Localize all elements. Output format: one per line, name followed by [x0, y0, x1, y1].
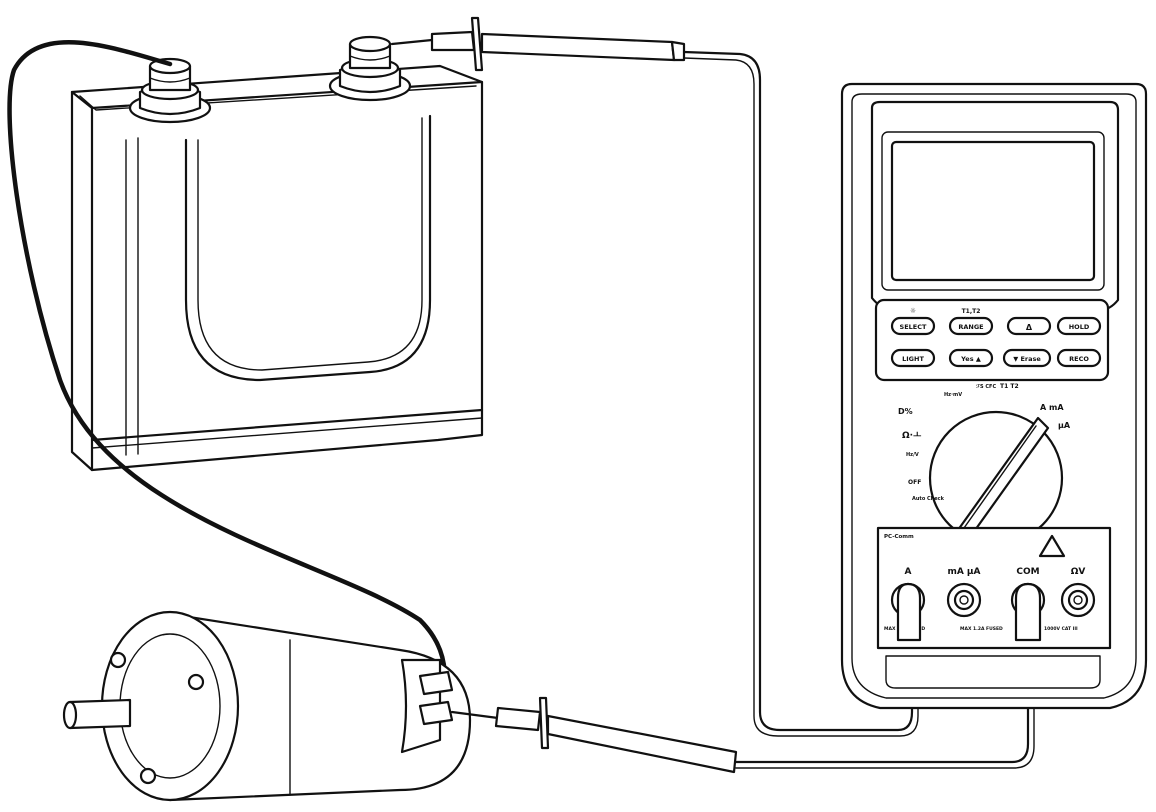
jack-label-a: A [905, 567, 912, 577]
dial-label-off: OFF [908, 479, 921, 486]
erase-label: ▼ Erase [1013, 355, 1041, 363]
erase-down-button[interactable] [1002, 348, 1052, 368]
rotary-dial[interactable] [928, 410, 1064, 546]
black-wire [7, 39, 448, 683]
lead-wire-black [734, 638, 1030, 764]
jack-label-ohmv: ΩV [1071, 567, 1086, 577]
reco-label: RECO [1069, 355, 1089, 363]
reco-button[interactable] [1056, 348, 1102, 368]
light-button[interactable] [890, 348, 936, 368]
capacitor [70, 64, 484, 472]
range-label: RANGE [958, 323, 983, 331]
motor [62, 610, 472, 802]
multimeter: SELECT RANGE Δ HOLD LIGHT Yes ▲ ▼ Erase … [840, 82, 1148, 710]
select-button[interactable] [890, 316, 936, 336]
select-label: SELECT [900, 323, 927, 331]
jack-ohm-v[interactable] [1060, 582, 1096, 618]
probe-bottom [450, 696, 738, 774]
capacitor-terminal-left [128, 57, 212, 124]
light-symbol: ☼ [910, 307, 916, 315]
button-row-2 [890, 348, 1102, 368]
delta-button[interactable] [1006, 316, 1052, 336]
delta-label: Δ [1026, 323, 1033, 332]
dial-label-fs: ℱS CFC [976, 384, 996, 390]
dial-label-ma: A mA [1040, 403, 1064, 412]
button-row-1 [890, 316, 1102, 336]
light-label: LIGHT [902, 355, 924, 363]
dial-label-t1t2: T1 T2 [1000, 383, 1019, 390]
dial-label-ua: μA [1058, 421, 1071, 430]
dial-label-auto: Auto Check [912, 496, 945, 502]
hold-button[interactable] [1056, 316, 1102, 336]
warning-ma: MAX 1.2A FUSED [960, 626, 1003, 632]
t1t2-symbol: T1,T2 [962, 308, 981, 315]
range-button[interactable] [948, 316, 994, 336]
jack-ma-ua[interactable] [946, 582, 982, 618]
jack-label-com: COM [1016, 567, 1039, 577]
yes-up-button[interactable] [948, 348, 994, 368]
pc-comm-label: PC-Comm [884, 534, 914, 540]
warning-v: 1000V CAT III [1044, 626, 1078, 632]
dial-label-duty: D% [898, 407, 913, 416]
yes-label: Yes ▲ [960, 355, 981, 363]
jack-label-ma: mA μA [947, 567, 980, 577]
probe-top [390, 16, 686, 72]
plug-a [896, 582, 922, 642]
lead-wire-red [682, 50, 914, 732]
lcd-display [890, 140, 1096, 282]
dial-label-ohm: Ω·ㅗ [902, 431, 921, 441]
plug-com [1014, 582, 1042, 642]
dial-label-hzmv: Hz·mV [944, 392, 962, 398]
dial-label-hzv: Hz/V [906, 452, 919, 458]
hold-label: HOLD [1069, 323, 1090, 331]
capacitor-terminal-right [328, 35, 412, 102]
